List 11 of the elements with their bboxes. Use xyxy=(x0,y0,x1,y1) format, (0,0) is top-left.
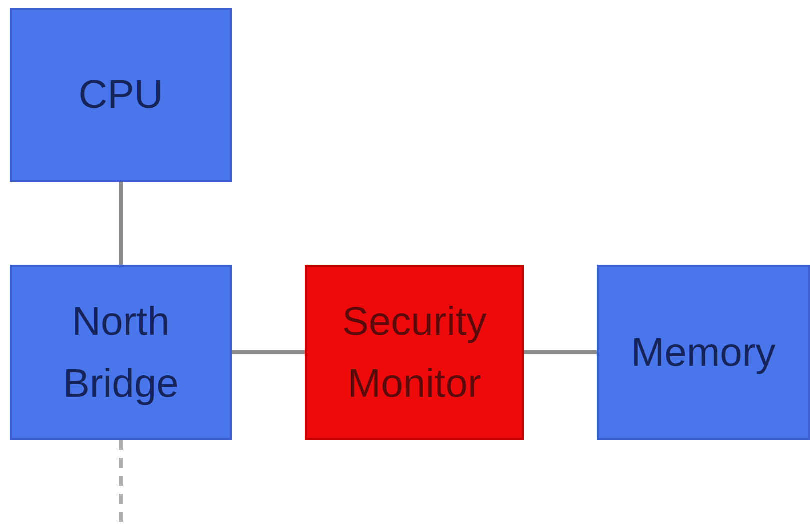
connector-line xyxy=(232,350,305,354)
box-label: North Bridge xyxy=(62,298,180,408)
connector-line xyxy=(119,182,123,265)
component-box xyxy=(10,8,232,182)
box-label: CPU xyxy=(78,72,164,119)
connector-line xyxy=(524,350,597,354)
component-box xyxy=(597,265,810,440)
component-box xyxy=(10,265,232,440)
box-label: Memory xyxy=(630,330,777,376)
box-label: Security Monitor xyxy=(341,298,488,408)
alert-box xyxy=(305,265,524,440)
